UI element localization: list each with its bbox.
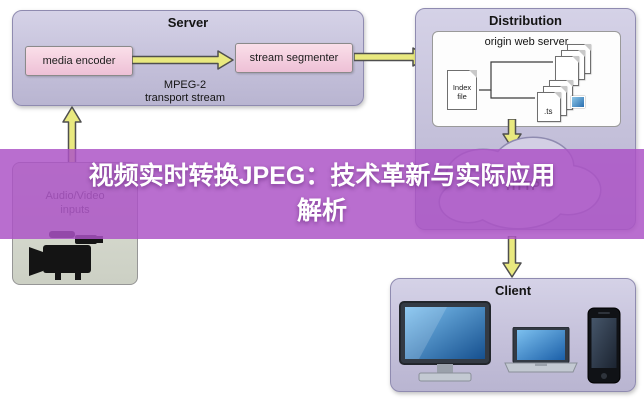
arrow-cloud-to-client-icon — [502, 236, 522, 278]
ts-file-label: .ts — [544, 107, 553, 116]
distribution-panel-title: Distribution — [489, 13, 562, 28]
headline-line1: 视频实时转换JPEG：技术革新与实际应用 — [88, 162, 556, 190]
file-connector-lines — [479, 61, 553, 99]
headline-overlay: 视频实时转换JPEG：技术革新与实际应用 解析 — [0, 149, 644, 239]
index-file-label-line2: file — [457, 91, 467, 101]
index-file-label-line1: Index — [452, 83, 472, 92]
desktop-computer-icon — [399, 301, 491, 382]
smartphone-icon — [587, 307, 621, 384]
arrow-encoder-to-segmenter-icon — [132, 50, 234, 70]
ts-file-stack-bottom-icon: .ts — [537, 80, 585, 124]
server-panel-title: Server — [167, 15, 209, 30]
origin-web-server-label: origin web server — [484, 36, 569, 48]
laptop-icon — [504, 327, 578, 373]
mpeg-label-line2: transport stream — [144, 92, 226, 104]
server-panel: Server media encoder stream segmenter MP… — [12, 10, 364, 106]
media-encoder-box: media encoder — [25, 46, 133, 76]
media-thumbnail-icon — [571, 96, 585, 108]
index-file-icon: Index file — [447, 70, 477, 110]
origin-web-server-box: origin web server Index file .ts — [432, 31, 621, 127]
mpeg-transport-stream-label: MPEG-2 transport stream — [129, 79, 241, 105]
client-panel: Client — [390, 278, 636, 392]
stream-segmenter-box: stream segmenter — [235, 43, 353, 73]
ts-file-stack-top-icon — [555, 44, 595, 88]
client-panel-title: Client — [494, 283, 532, 298]
headline-line2: 解析 — [296, 197, 347, 225]
mpeg-label-line1: MPEG-2 — [163, 79, 207, 91]
